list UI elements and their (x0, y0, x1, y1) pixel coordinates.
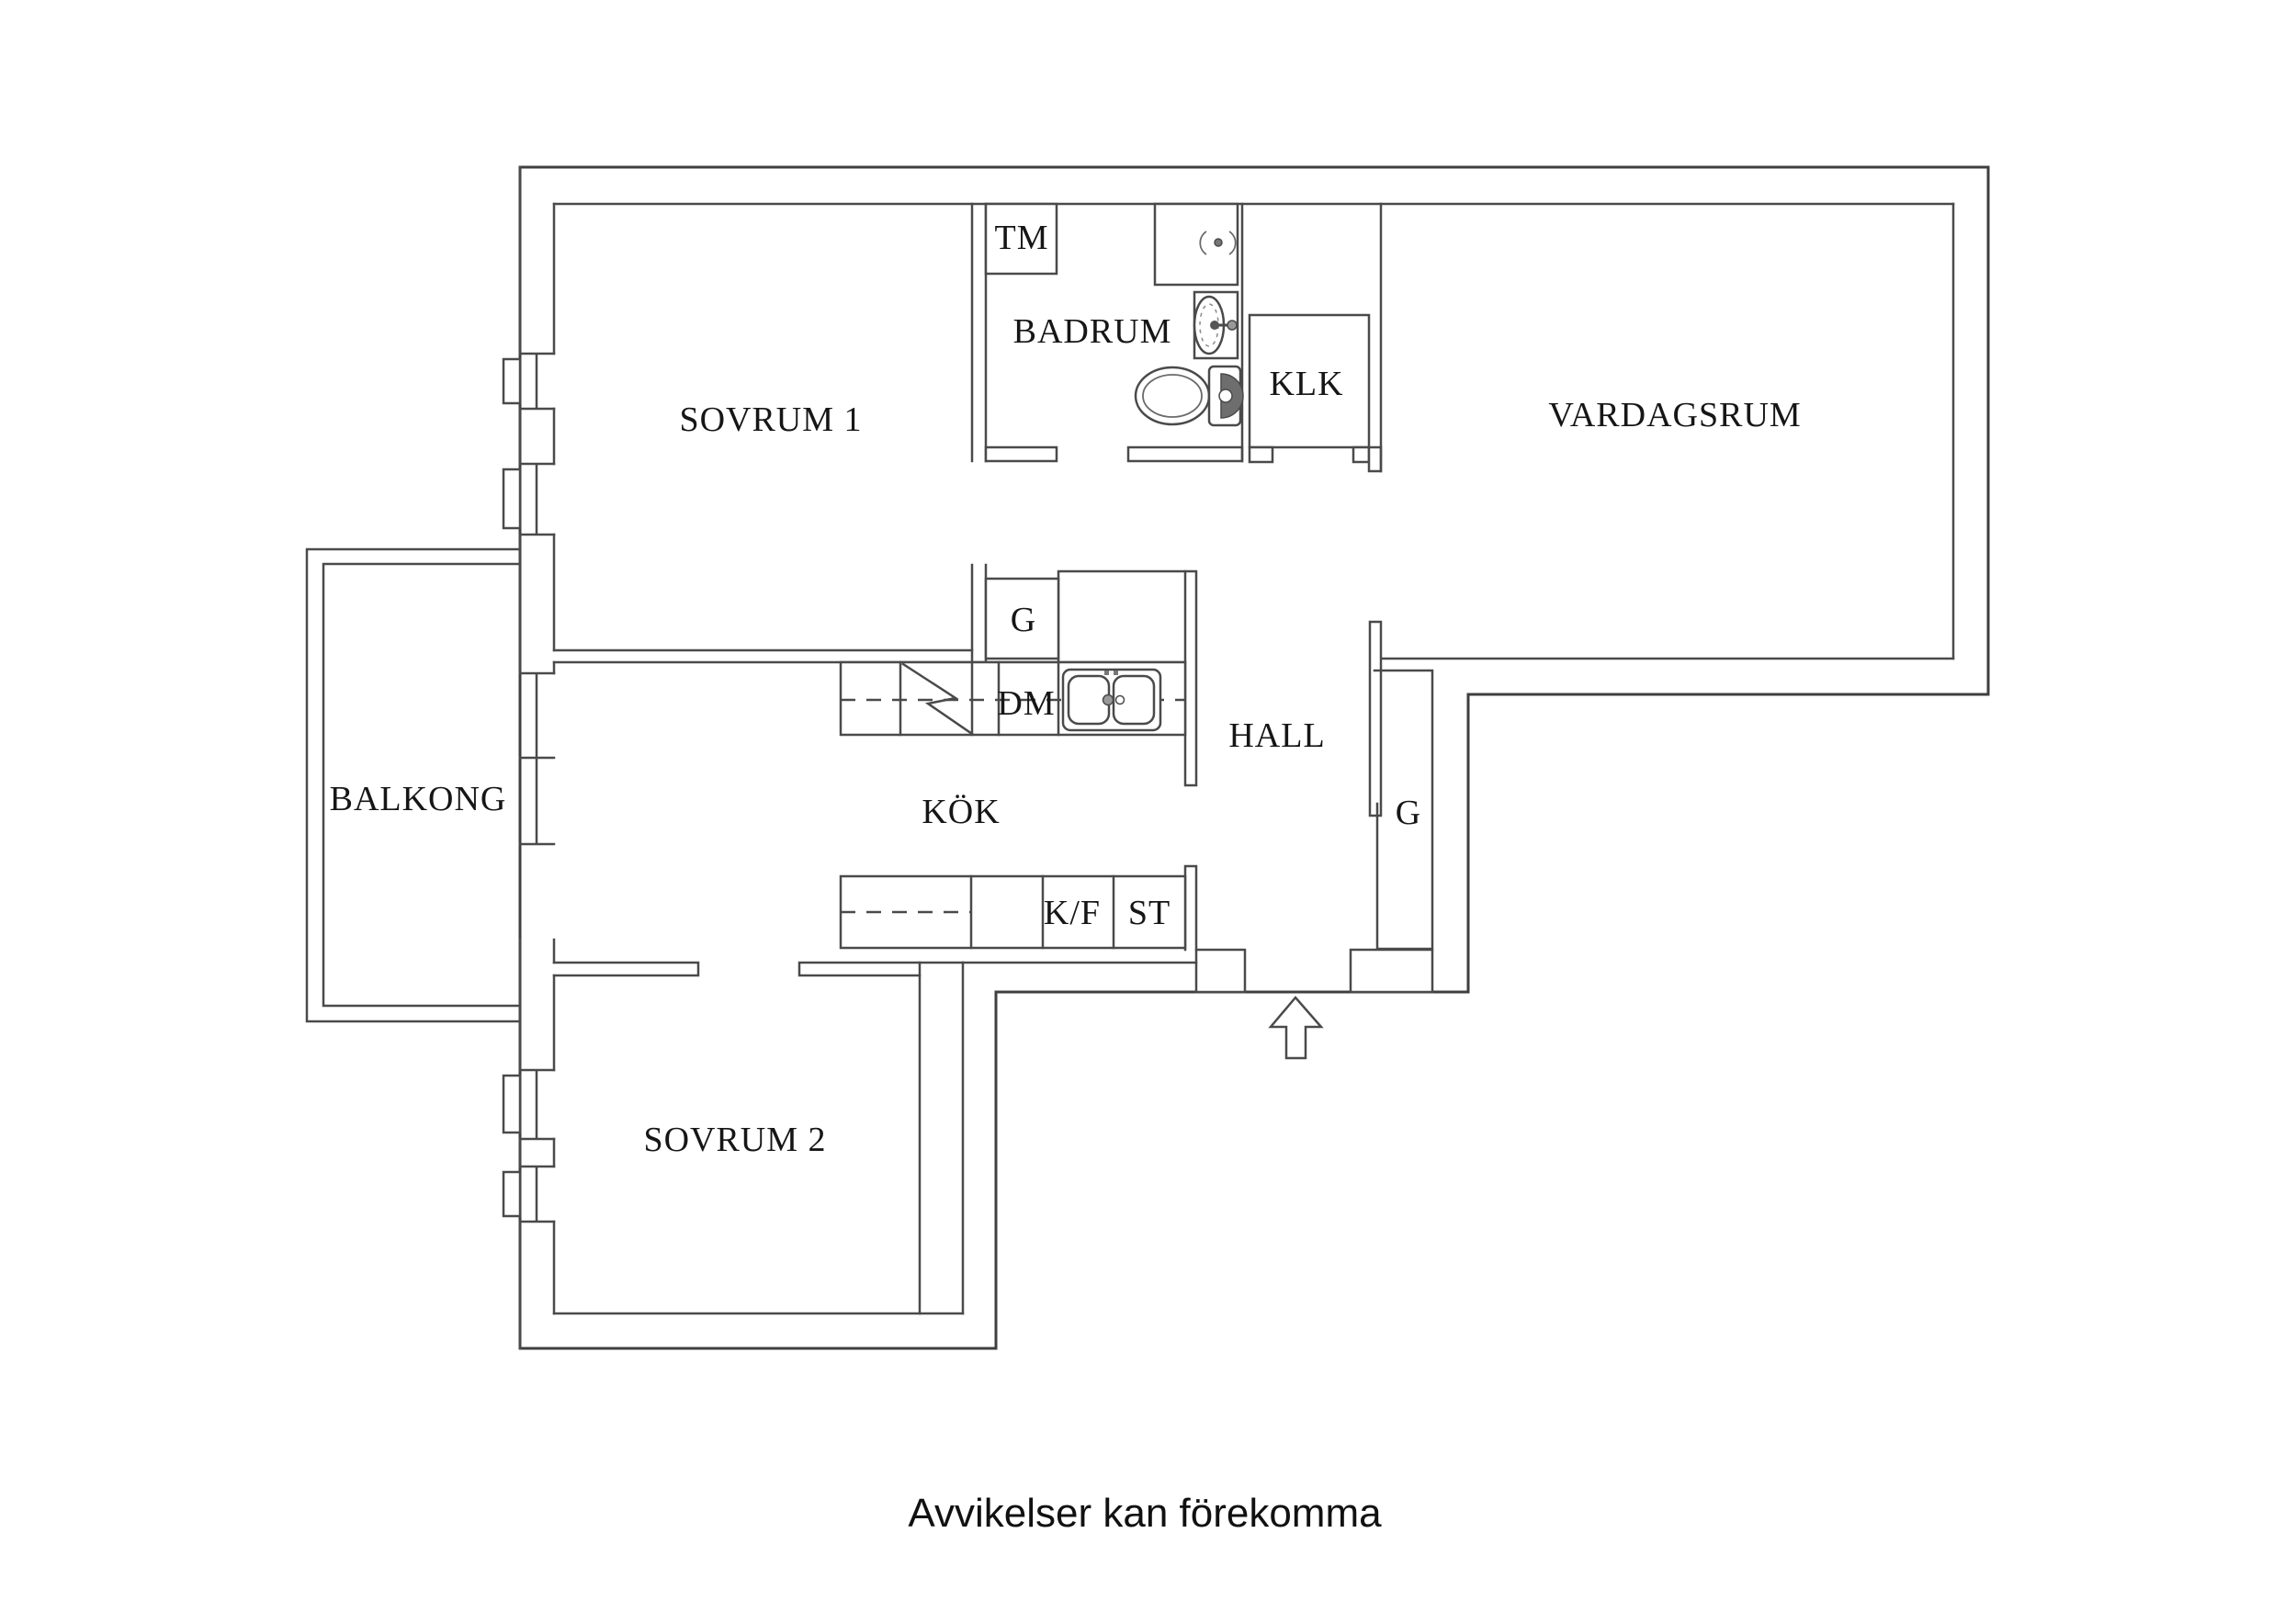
label-badrum: BADRUM (1013, 312, 1172, 351)
label-dm: DM (997, 684, 1055, 723)
window-sill (502, 1170, 522, 1218)
label-klk: KLK (1269, 365, 1343, 403)
window-sill (502, 468, 522, 530)
label-st: ST (1128, 894, 1171, 932)
klk-wall-step (1367, 445, 1383, 473)
balcony-railing (305, 547, 522, 1023)
entrance-arrow-icon (1268, 996, 1324, 1060)
tm-closet-box (984, 202, 1058, 276)
label-hall: HALL (1228, 716, 1325, 755)
label-kf: K/F (1044, 894, 1101, 932)
label-sovrum1: SOVRUM 1 (679, 400, 862, 439)
stove-icon (901, 662, 974, 736)
label-kok: KÖK (922, 793, 1000, 831)
label-tm: TM (995, 219, 1049, 257)
badrum-wall-piece (984, 445, 1058, 463)
left-wall-and-windows (502, 165, 556, 1350)
disclaimer-caption: Avvikelser kan förekomma (908, 1491, 1382, 1536)
kitchen-fixtures (839, 660, 1187, 950)
entry-wall-block-right (1349, 948, 1434, 994)
hall-wall-stub (1368, 620, 1383, 817)
kitchen-sink-icon (1061, 668, 1162, 732)
outer-walls (518, 165, 1990, 1350)
label-vardagsrum: VARDAGSRUM (1548, 396, 1801, 434)
bathroom-fixtures (1134, 202, 1244, 427)
badrum-wall-piece (1126, 445, 1244, 463)
entry-wall-block-left (1194, 948, 1247, 994)
kitchen-g-closet-box (984, 577, 1060, 660)
room-labels: SOVRUM 1 BADRUM KLK VARDAGSRUM HALL KÖK … (330, 312, 1801, 1159)
window-sill (502, 1074, 522, 1134)
klk-box (1248, 313, 1371, 449)
shower-mixer-icon (1199, 231, 1237, 255)
klk-wall-piece (1352, 445, 1371, 464)
toilet-icon (1134, 365, 1244, 427)
label-g-kitchen: G (1011, 601, 1036, 639)
label-balkong: BALKONG (330, 780, 507, 818)
label-sovrum2: SOVRUM 2 (643, 1121, 826, 1159)
bathroom-sink-icon (1193, 290, 1239, 360)
klk-wall-piece (1248, 445, 1274, 464)
label-g-hall: G (1396, 794, 1421, 832)
shower-box (1153, 202, 1239, 287)
interior-walls (552, 202, 1434, 1315)
window-sill (502, 357, 522, 405)
fixture-labels: TM G DM K/F ST G (995, 219, 1421, 932)
